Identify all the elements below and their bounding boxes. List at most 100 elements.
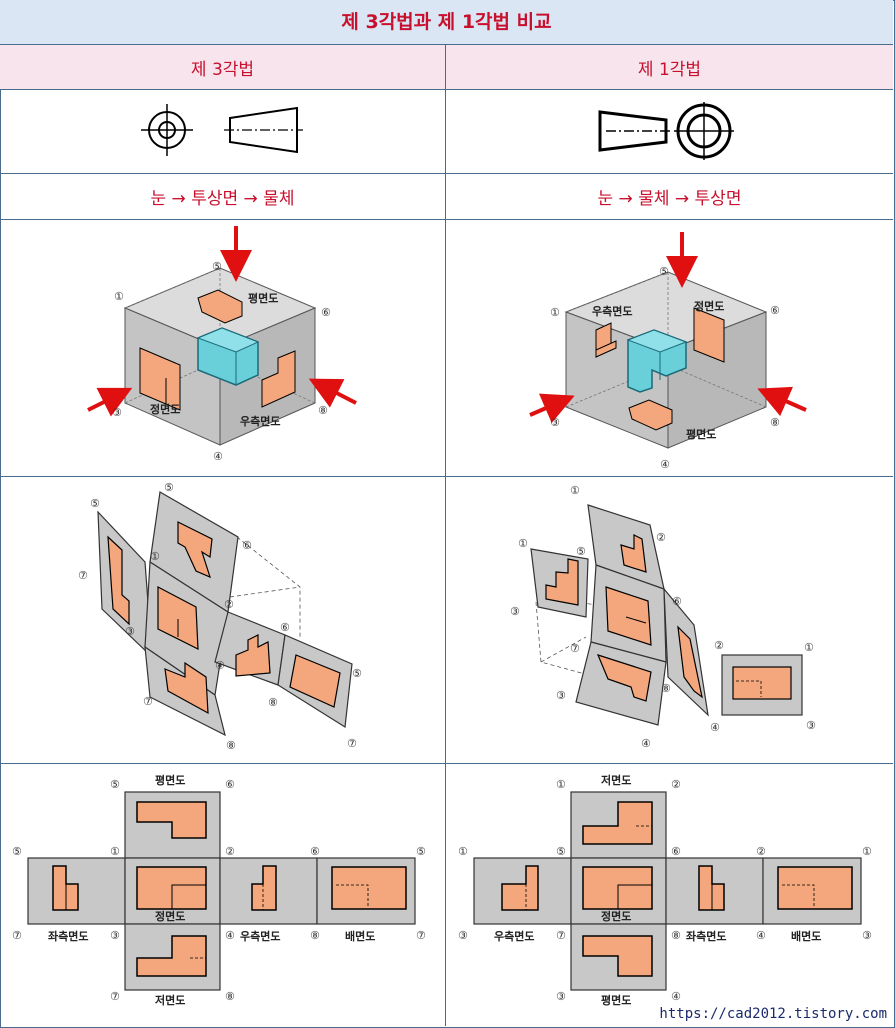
fp-cube-top-label: 평면도	[686, 427, 716, 441]
fp-unfold-rear-plane	[721, 654, 803, 716]
fp-unfold-n2a: ②	[656, 531, 666, 544]
third-angle-layout: ⑤ ⑥ ⑤ ① ② ⑥ ⑤ ⑦ ③ ④ ⑧ ⑦ ⑦ ⑧ 평면도 정면도 좌측면도…	[0, 764, 446, 1026]
tp-layout-n3: ③	[110, 929, 120, 942]
tp-unfold-n1: ①	[150, 550, 160, 563]
glass-box-row: ⑤ ① ⑥ ③ ⑧ ④ 평면도 정면도 우측면도	[0, 220, 893, 477]
fp-cube-n5: ⑤	[659, 265, 669, 278]
tp-unfold-n5a: ⑤	[90, 497, 100, 510]
fp-layout-right-label: 좌측면도	[686, 929, 726, 943]
tp-unfold-left-plane	[97, 510, 153, 659]
fp-layout-n2a: ②	[671, 778, 681, 791]
tp-layout-front-label: 정면도	[155, 909, 185, 923]
first-angle-unfolding: ① ① ⑤ ② ③ ⑥ ⑦ ② ① ⑧ ③ ④ ③ ④	[446, 477, 893, 763]
fp-unfold-n7: ⑦	[570, 642, 580, 655]
tp-unfold-bottom-plane	[144, 645, 226, 737]
tp-layout-rear-label: 배면도	[345, 929, 375, 943]
fp-cube-n1: ①	[550, 306, 560, 319]
fp-unfold-right-plane	[663, 587, 709, 717]
fp-unfold-n3c: ③	[806, 719, 816, 732]
tp-layout-n4: ④	[225, 929, 235, 942]
first-angle-object	[626, 329, 688, 393]
fp-unfold-bottom-plane	[575, 641, 667, 726]
tp-unfold-n6b: ⑥	[280, 621, 290, 634]
fp-layout-n5: ⑤	[556, 845, 566, 858]
header-row: 제 3각법 제 1각법	[0, 45, 893, 90]
fp-layout-bottom-label: 평면도	[601, 993, 631, 1007]
tp-layout-top-label: 평면도	[155, 773, 185, 787]
header-first-angle-label: 제 1각법	[637, 59, 702, 80]
fp-unfold-n2b: ②	[714, 639, 724, 652]
fp-layout-right-face	[698, 865, 725, 911]
unfolding-row: ⑤ ⑤ ⑦ ① ⑥ ② ③ ⑥ ④ ⑤ ⑦ ⑧ ⑧ ⑦	[0, 477, 893, 764]
tp-unfold-n8b: ⑧	[226, 739, 236, 752]
tp-unfold-rear-plane	[277, 634, 353, 729]
fp-layout-n6: ⑥	[671, 845, 681, 858]
fp-unfold-n3b: ③	[556, 689, 566, 702]
third-angle-circle-icon	[141, 104, 193, 156]
fp-layout-n1b: ①	[458, 845, 468, 858]
fp-unfold-n1a: ①	[570, 484, 580, 497]
fp-unfold-n5: ⑤	[576, 545, 586, 558]
tp-layout-n7b: ⑦	[416, 929, 426, 942]
third-angle-front-face	[139, 347, 181, 411]
fp-layout-top-label: 저면도	[601, 773, 631, 787]
tp-layout-n7a: ⑦	[12, 929, 22, 942]
fp-layout-n3b: ③	[862, 929, 872, 942]
tp-layout-right-label: 우측면도	[240, 929, 280, 943]
first-angle-layout: ① ② ① ⑤ ⑥ ② ① ③ ⑦ ⑧ ④ ③ ③ ④ 저면도 정면도 우측면도…	[446, 764, 893, 1026]
tp-cube-right-label: 우측면도	[240, 414, 280, 428]
fp-layout-n2b: ②	[756, 845, 766, 858]
table-title: 제 3각법과 제 1각법 비교	[341, 11, 552, 33]
tp-layout-n1: ①	[110, 845, 120, 858]
tp-layout-n8a: ⑧	[310, 929, 320, 942]
first-angle-symbol	[446, 90, 893, 173]
fp-layout-front-face	[582, 866, 653, 910]
third-angle-arrows	[87, 226, 357, 417]
fp-unfold-n8: ⑧	[661, 682, 671, 695]
tp-cube-n4: ④	[213, 450, 223, 463]
fp-layout-n7: ⑦	[556, 929, 566, 942]
tp-layout-n5b: ⑤	[12, 845, 22, 858]
fp-layout-top-face	[582, 801, 653, 845]
tp-unfold-n8a: ⑧	[268, 696, 278, 709]
credit-url: https://cad2012.tistory.com	[659, 1006, 887, 1022]
tp-layout-front-face	[136, 866, 207, 910]
fp-unfold-n4b: ④	[641, 737, 651, 750]
first-angle-circle-icon	[674, 102, 734, 160]
order-row: 눈 → 투상면 → 물체 눈 → 물체 → 투상면	[0, 174, 893, 220]
tp-cube-n8: ⑧	[318, 404, 328, 417]
tp-unfold-n2: ②	[224, 598, 234, 611]
fp-layout-rear-face	[777, 866, 853, 910]
fp-layout-n8: ⑧	[671, 929, 681, 942]
header-third-angle-label: 제 3각법	[190, 59, 255, 80]
third-angle-unfolding: ⑤ ⑤ ⑦ ① ⑥ ② ③ ⑥ ④ ⑤ ⑦ ⑧ ⑧ ⑦	[0, 477, 446, 763]
tp-layout-n2: ②	[225, 845, 235, 858]
fp-layout-n4a: ④	[756, 929, 766, 942]
fp-unfold-left-plane	[530, 548, 589, 618]
first-angle-arrows	[529, 232, 807, 424]
fp-layout-left-label: 우측면도	[494, 929, 534, 943]
symbol-row	[0, 90, 893, 174]
tp-unfold-n5b: ⑤	[164, 481, 174, 494]
tp-layout-n5c: ⑤	[416, 845, 426, 858]
tp-unfold-n7b: ⑦	[143, 695, 153, 708]
tp-layout-bottom-face	[136, 935, 207, 977]
tp-layout-n8b: ⑧	[225, 990, 235, 1003]
fp-unfold-n3a: ③	[510, 605, 520, 618]
third-angle-right-face	[261, 350, 296, 408]
first-angle-order-text: 눈 → 물체 → 투상면	[597, 189, 742, 209]
fp-unfold-n4a: ④	[710, 721, 720, 734]
fp-layout-n1c: ①	[862, 845, 872, 858]
fp-unfold-n1c: ①	[804, 641, 814, 654]
tp-cube-top-label: 평면도	[248, 291, 278, 305]
fp-layout-rear-label: 배면도	[791, 929, 821, 943]
tp-unfold-n5c: ⑤	[352, 667, 362, 680]
tp-layout-left-face	[52, 865, 79, 911]
tp-layout-n7c: ⑦	[110, 990, 120, 1003]
fp-layout-n3c: ③	[556, 990, 566, 1003]
layout-row: ⑤ ⑥ ⑤ ① ② ⑥ ⑤ ⑦ ③ ④ ⑧ ⑦ ⑦ ⑧ 평면도 정면도 좌측면도…	[0, 764, 893, 1026]
tp-unfold-n7a: ⑦	[78, 569, 88, 582]
first-angle-glass-box: ⑤ ① ⑥ ③ ⑧ ④ 우측면도 정면도 평면도	[446, 220, 893, 476]
third-angle-object	[196, 327, 260, 386]
tp-cube-front-label: 정면도	[150, 402, 180, 416]
